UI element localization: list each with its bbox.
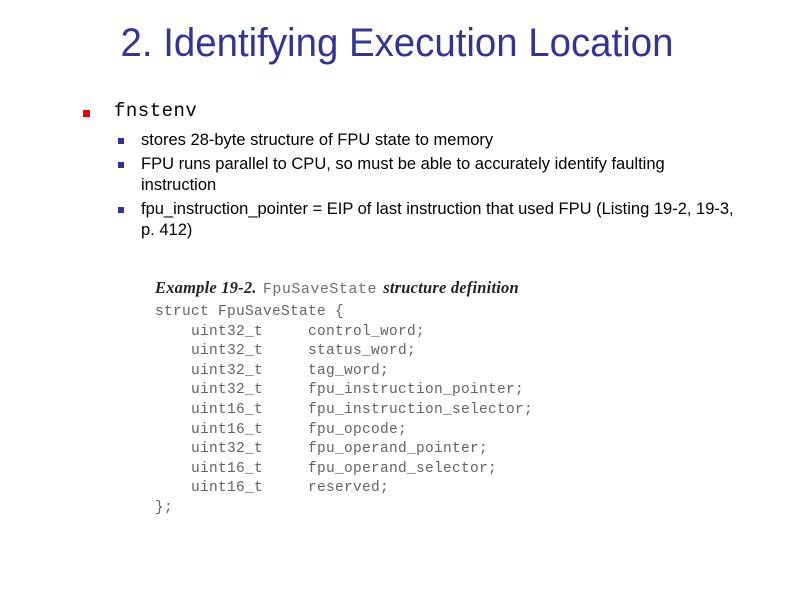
outline-item-level1-label: fnstenv [114, 100, 198, 122]
code-line: uint16_t fpu_operand_selector; [155, 460, 498, 477]
square-bullet-icon [118, 207, 124, 214]
code-line: uint32_t fpu_instruction_pointer; [155, 382, 525, 399]
page-title: 2. Identifying Execution Location [120, 21, 674, 65]
square-bullet-icon [83, 110, 90, 117]
code-line: uint16_t fpu_instruction_selector; [155, 401, 534, 418]
code-line: uint32_t control_word; [155, 323, 426, 340]
code-block: struct FpuSaveState { uint32_t control_w… [155, 303, 715, 519]
caption-struct-name: FpuSaveState [262, 281, 377, 298]
outline-item-level1[interactable]: fnstenv [80, 100, 740, 124]
code-line: uint16_t fpu_opcode; [155, 421, 408, 438]
outline-item-level2-label: stores 28-byte structure of FPU state to… [141, 130, 494, 149]
square-bullet-icon [118, 161, 124, 168]
code-line: uint16_t reserved; [155, 480, 390, 497]
code-line: uint32_t fpu_operand_pointer; [155, 441, 489, 458]
code-line: }; [155, 499, 174, 516]
code-line: uint32_t tag_word; [155, 362, 390, 379]
outline-item-level2[interactable]: FPU runs parallel to CPU, so must be abl… [116, 154, 740, 196]
code-line: uint32_t status_word; [155, 343, 417, 360]
code-listing-image: Example 19-2. FpuSaveState structure def… [155, 278, 715, 519]
outline-item-level2[interactable]: stores 28-byte structure of FPU state to… [116, 130, 740, 151]
caption-suffix: structure definition [383, 278, 519, 297]
code-listing-caption: Example 19-2. FpuSaveState structure def… [155, 278, 715, 298]
outline-item-level2-label: FPU runs parallel to CPU, so must be abl… [141, 154, 665, 194]
outline-item-level2-label: fpu_instruction_pointer = EIP of last in… [141, 200, 734, 240]
caption-prefix: Example 19-2. [155, 278, 257, 297]
outline-item-level2[interactable]: fpu_instruction_pointer = EIP of last in… [116, 199, 740, 241]
square-bullet-icon [118, 137, 124, 144]
outline-body: fnstenv stores 28-byte structure of FPU … [80, 100, 740, 244]
outline-level2-group: stores 28-byte structure of FPU state to… [80, 130, 740, 242]
code-line: struct FpuSaveState { [155, 304, 345, 320]
